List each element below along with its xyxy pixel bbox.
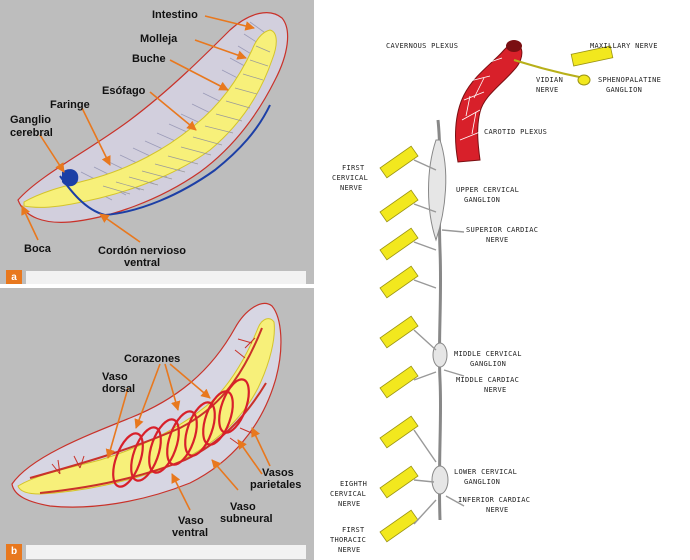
spinal-nerves — [379, 145, 419, 543]
label-intestino: Intestino — [152, 9, 198, 21]
label-first-cervical-line3: NERVE — [340, 184, 363, 192]
digestive-tract-b — [17, 318, 275, 495]
label-eighth-cervical-line3: NERVE — [338, 500, 361, 508]
caption-bar-b — [26, 545, 306, 559]
label-vasos-parietales-line1: Vasos — [262, 467, 294, 479]
label-eighth-cervical-line1: EIGHTH — [340, 480, 367, 488]
label-middle-cervical-line1: MIDDLE CERVICAL — [454, 350, 522, 358]
worm-circulatory-diagram: Corazones Vaso dorsal Vasos parietales V… — [11, 302, 301, 539]
carotid-plexus-net — [459, 57, 503, 141]
label-ganglio-line1: Ganglio — [10, 114, 51, 126]
label-vaso-subneural-line1: Vaso — [230, 501, 256, 513]
maxillary-nerve-shape — [570, 45, 614, 67]
label-arrows — [21, 15, 255, 243]
artery-end — [506, 40, 522, 52]
rami-communicantes — [413, 159, 465, 525]
vidian-nerve-line — [513, 59, 585, 79]
worm-digestive-diagram: Intestino Molleja Buche Esófago Faringe … — [10, 9, 289, 269]
label-middle-cardiac-line1: MIDDLE CARDIAC — [456, 376, 519, 384]
label-carotid-plexus: CAROTID PLEXUS — [484, 128, 547, 136]
label-esofago: Esófago — [102, 85, 146, 97]
panel-tag-b: b — [6, 544, 22, 560]
label-boca: Boca — [24, 243, 52, 255]
label-cavernous-plexus: CAVERNOUS PLEXUS — [386, 42, 458, 50]
label-vaso-subneural-line2: subneural — [220, 513, 273, 525]
label-ganglio-line2: cerebral — [10, 127, 53, 139]
label-maxillary-nerve: MAXILLARY NERVE — [590, 42, 658, 50]
label-vaso-dorsal-line1: Vaso — [102, 371, 128, 383]
label-lower-cervical-line1: LOWER CERVICAL — [454, 468, 517, 476]
label-middle-cervical-line2: GANGLION — [470, 360, 506, 368]
label-upper-cervical-line1: UPPER CERVICAL — [456, 186, 519, 194]
label-cordon-line2: ventral — [124, 257, 160, 269]
lower-cervical-ganglion-shape — [431, 465, 449, 495]
label-cordon-line1: Cordón nervioso — [98, 245, 186, 257]
upper-cervical-ganglion-shape — [428, 139, 447, 242]
label-vidian-line2: NERVE — [536, 86, 559, 94]
label-superior-cardiac-line2: NERVE — [486, 236, 509, 244]
middle-cervical-ganglion-shape — [432, 342, 448, 368]
panel-tag-a: a — [6, 270, 22, 286]
label-inferior-cardiac-line2: NERVE — [486, 506, 509, 514]
label-inferior-cardiac-line1: INFERIOR CARDIAC — [458, 496, 530, 504]
label-arrows-b — [105, 363, 271, 511]
label-vaso-ventral-line2: ventral — [172, 527, 208, 539]
label-middle-cardiac-line2: NERVE — [484, 386, 507, 394]
gut-rings — [102, 45, 271, 195]
cerebral-ganglion — [62, 169, 79, 187]
ventral-nerve-cord — [59, 104, 271, 217]
label-faringe: Faringe — [50, 99, 90, 111]
label-spheno-line1: SPHENOPALATINE — [598, 76, 661, 84]
label-lower-cervical-line2: GANGLION — [464, 478, 500, 486]
label-vidian-line1: VIDIAN — [536, 76, 563, 84]
label-first-thoracic-line3: NERVE — [338, 546, 361, 554]
label-superior-cardiac-line1: SUPERIOR CARDIAC — [466, 226, 538, 234]
caption-bar-a — [26, 271, 306, 285]
worm-body-outline — [17, 12, 289, 223]
label-molleja: Molleja — [140, 33, 178, 45]
digestive-tract — [23, 29, 277, 208]
label-vasos-parietales-line2: parietales — [250, 479, 301, 491]
label-first-cervical-line2: CERVICAL — [332, 174, 368, 182]
panel-circulatory-system: Corazones Vaso dorsal Vasos parietales V… — [0, 284, 314, 560]
label-spheno-line2: GANGLION — [606, 86, 642, 94]
label-vaso-ventral-line1: Vaso — [178, 515, 204, 527]
label-first-thoracic-line1: FIRST — [342, 526, 365, 534]
dorsal-vessel — [29, 327, 263, 479]
carotid-artery — [455, 42, 523, 163]
panel-digestive-system: Intestino Molleja Buche Esófago Faringe … — [0, 0, 314, 286]
label-upper-cervical-line2: GANGLION — [464, 196, 500, 204]
label-first-cervical-line1: FIRST — [342, 164, 365, 172]
label-eighth-cervical-line2: CERVICAL — [330, 490, 366, 498]
label-vaso-dorsal-line2: dorsal — [102, 383, 135, 395]
sympathetic-trunk-diagram: CAVERNOUS PLEXUS MAXILLARY NERVE VIDIAN … — [330, 40, 661, 554]
label-corazones: Corazones — [124, 353, 180, 365]
hearts — [112, 378, 250, 488]
label-buche: Buche — [132, 53, 166, 65]
sphenopalatine-ganglion-shape — [577, 74, 591, 86]
label-first-thoracic-line2: THORACIC — [330, 536, 366, 544]
worm-body-outline-b — [11, 302, 282, 508]
panel-sympathetic-trunk: CAVERNOUS PLEXUS MAXILLARY NERVE VIDIAN … — [314, 0, 690, 560]
